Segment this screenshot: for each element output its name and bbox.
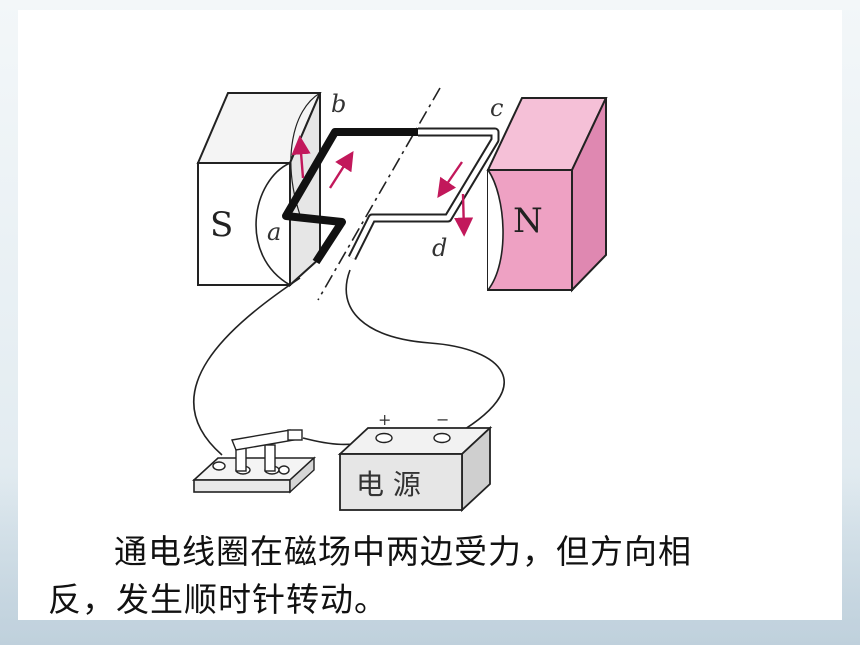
magnet-n: N (486, 97, 608, 293)
force-arrow-ab (291, 135, 311, 179)
caption-line-1: 通电线圈在磁场中两边受力，但方向相 (114, 532, 692, 571)
magnet-s-label: S (210, 205, 233, 245)
coil-rear (347, 127, 500, 261)
direction-arrows (291, 135, 474, 237)
label-d: d (432, 234, 447, 262)
label-c: c (490, 94, 503, 122)
content-card (18, 10, 842, 620)
caption-line-2: 反，发生顺时针转动。 (48, 580, 388, 619)
current-arrow-ab (328, 150, 354, 189)
magnet-n-label: N (513, 201, 543, 241)
label-b: b (331, 90, 346, 118)
label-a: a (267, 218, 281, 246)
coil-front (282, 128, 418, 265)
battery-negative-terminal (433, 432, 451, 444)
battery-plus-label: + (378, 410, 391, 429)
force-arrow-cd (454, 193, 474, 237)
battery-label: 电 源 (356, 468, 421, 501)
rotation-axis (317, 87, 441, 301)
battery: + − 电 源 (337, 410, 493, 513)
caption: 通电线圈在磁场中两边受力，但方向相 反，发生顺时针转动。 (48, 528, 788, 624)
current-arrow-cd (437, 161, 463, 198)
battery-minus-label: − (436, 410, 449, 429)
knife-switch (191, 429, 317, 494)
battery-positive-terminal (375, 432, 393, 444)
